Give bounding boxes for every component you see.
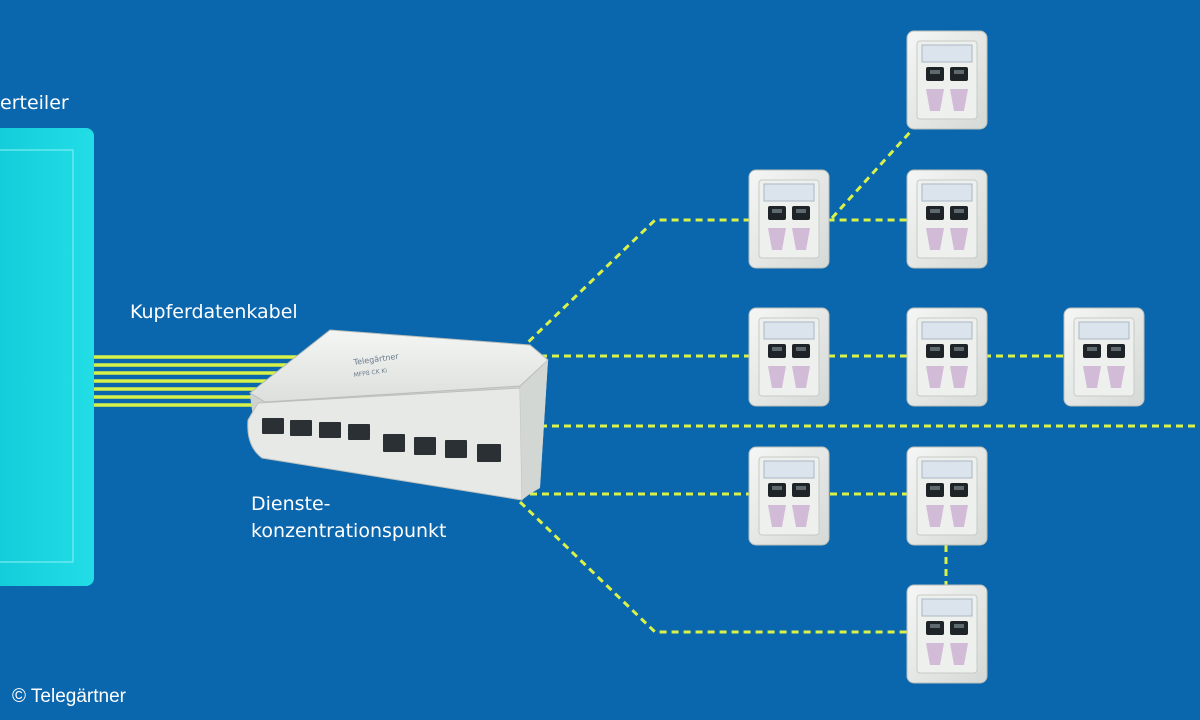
concentrator-label-line2: konzentrationspunkt (251, 520, 447, 542)
network-outlet-icon (1063, 307, 1145, 407)
switch-model: MFP8 CK Ki (353, 367, 388, 379)
network-outlet-icon (748, 446, 830, 546)
network-outlet-icon (906, 446, 988, 546)
network-outlet-icon (906, 30, 988, 130)
network-outlet-icon (748, 307, 830, 407)
distributor-label: erteiler (0, 92, 69, 114)
cable-label: Kupferdatenkabel (130, 301, 298, 323)
copyright-notice: © Telegärtner (12, 686, 126, 707)
copper-cable-bundle (94, 355, 300, 407)
network-switch-icon: Telegärtner MFP8 CK Ki (247, 329, 549, 501)
network-outlet-icon (748, 169, 830, 269)
network-outlet-icon (906, 307, 988, 407)
switch-ports (262, 418, 501, 462)
concentrator-label-line1: Dienste- (251, 493, 331, 515)
distributor-cabinet (0, 128, 94, 586)
network-outlet-icon (906, 584, 988, 684)
network-outlet-icon (906, 169, 988, 269)
